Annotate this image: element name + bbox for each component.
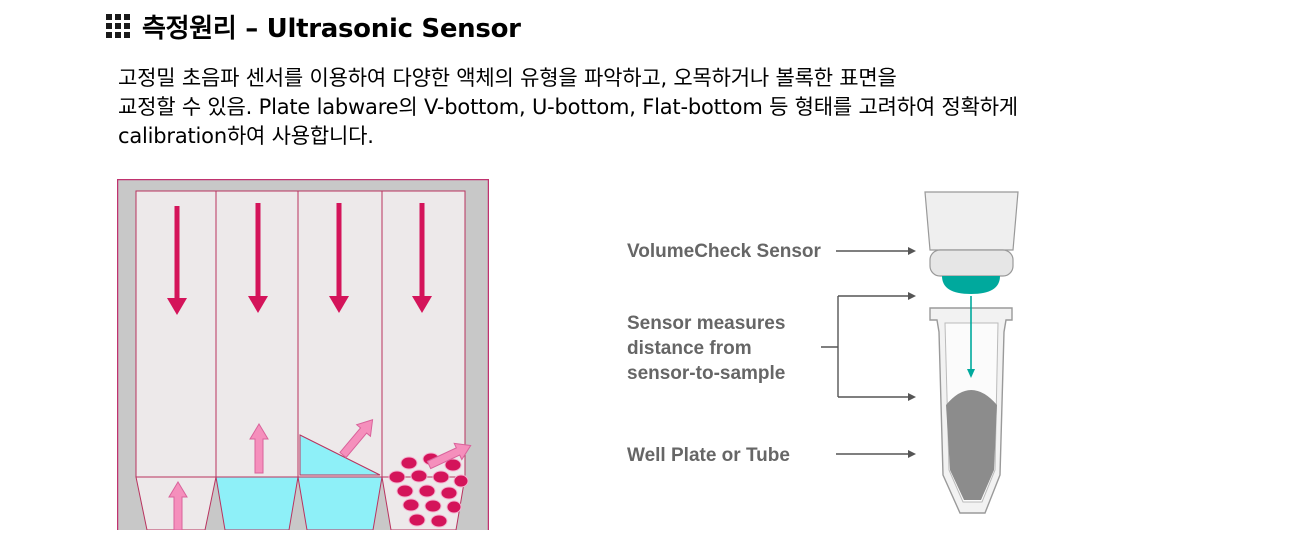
sensor-transducer	[942, 276, 1000, 294]
down-arrow-icon	[167, 298, 187, 315]
sensor-beam-arrow-icon	[967, 369, 975, 378]
sample-tube	[929, 296, 1013, 514]
page-title-row: 측정원리 – Ultrasonic Sensor	[106, 8, 521, 44]
sensor-diagram: VolumeCheck Sensor Sensor measures dista…	[600, 180, 1060, 534]
ultrasonic-sensor	[924, 191, 1019, 294]
reflect-arrow-icon	[249, 423, 269, 474]
label-plate: Well Plate or Tube	[627, 445, 790, 466]
down-arrow-icon	[412, 296, 432, 313]
label-sensor: VolumeCheck Sensor	[627, 241, 822, 262]
sensor-illustration: VolumeCheck Sensor Sensor measures dista…	[627, 191, 1019, 514]
well-flat-bottom	[297, 190, 383, 531]
down-arrow-icon	[248, 296, 268, 313]
pointer-lines	[821, 247, 916, 458]
reflect-arrow-icon	[339, 419, 374, 459]
label-measure-2: distance from	[627, 338, 752, 359]
reflect-arrow-icon	[168, 481, 188, 531]
down-arrow-icon	[329, 296, 349, 313]
description-text: 고정밀 초음파 센서를 이용하여 다양한 액체의 유형을 파악하고, 오목하거나…	[118, 64, 1218, 151]
description-line-3: calibration하여 사용합니다.	[118, 124, 374, 148]
reflect-arrow-icon	[426, 442, 472, 470]
well-types-illustration	[116, 178, 490, 534]
particle-cluster	[388, 452, 469, 528]
well-types-diagram	[116, 178, 490, 534]
well-particles	[381, 190, 472, 531]
description-line-1: 고정밀 초음파 센서를 이용하여 다양한 액체의 유형을 파악하고, 오목하거나…	[118, 66, 897, 90]
grid-icon	[106, 14, 130, 38]
description-line-2: 교정할 수 있음. Plate labware의 V-bottom, U-bot…	[118, 95, 1018, 119]
well-u-bottom	[215, 190, 299, 531]
label-measure-3: sensor-to-sample	[627, 363, 785, 384]
label-measure-1: Sensor measures	[627, 313, 785, 334]
sample-liquid	[946, 390, 997, 500]
page-title: 측정원리 – Ultrasonic Sensor	[142, 13, 521, 44]
well-v-bottom	[135, 190, 217, 531]
